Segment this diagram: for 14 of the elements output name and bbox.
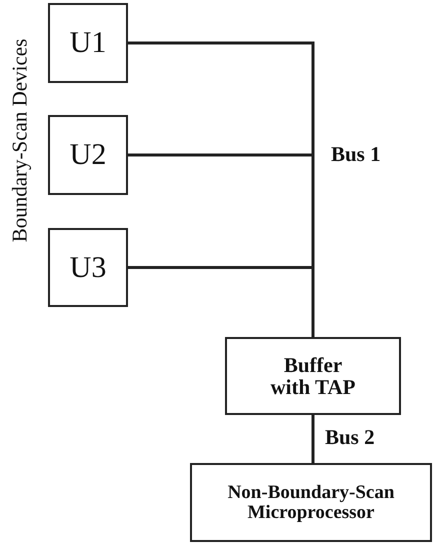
group-label: Boundary-Scan Devices (8, 38, 32, 242)
bus-label: Bus 1 (331, 142, 381, 167)
component-box (225, 337, 401, 415)
box-label: Non-Boundary-Scan Microprocessor (226, 482, 396, 522)
bus-line (312, 415, 314, 463)
device-box (48, 228, 128, 307)
box-label: U3 (68, 252, 108, 284)
device-box (48, 115, 128, 195)
box-label: U1 (68, 27, 108, 59)
device-box (48, 3, 128, 83)
bus-line (128, 266, 314, 337)
box-label: Buffer with TAP (270, 354, 356, 398)
component-box (190, 463, 432, 542)
box-label: U2 (68, 139, 108, 171)
